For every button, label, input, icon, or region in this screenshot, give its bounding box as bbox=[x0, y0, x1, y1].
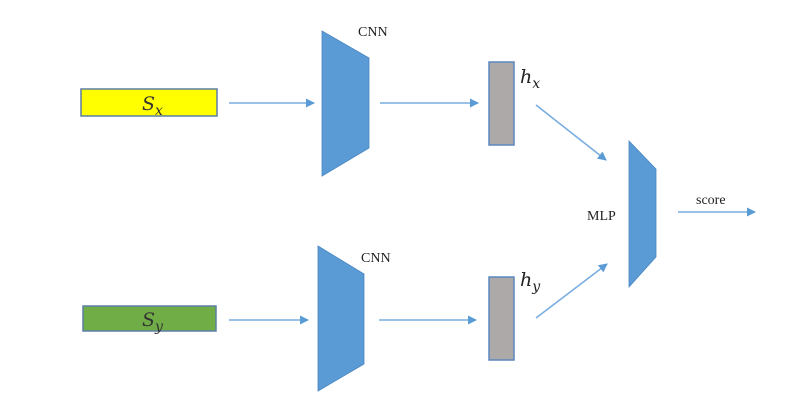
input-sx-label: Sx bbox=[142, 93, 163, 119]
cnn-bottom-block bbox=[317, 245, 365, 392]
cnn-top-label: CNN bbox=[358, 25, 388, 40]
cnn-bottom-label: CNN bbox=[361, 251, 391, 266]
score-label: score bbox=[696, 193, 726, 208]
hidden-hx-label: hx bbox=[520, 66, 540, 92]
arrow-hy-to-mlp bbox=[535, 263, 608, 319]
input-sy-label: Sy bbox=[142, 309, 164, 335]
mlp-label: MLP bbox=[587, 209, 616, 224]
mlp-block bbox=[628, 140, 657, 289]
input-sx-box: Sx bbox=[80, 88, 218, 119]
cnn-top-block bbox=[321, 30, 370, 177]
hidden-hy-box bbox=[488, 276, 515, 361]
hidden-hy-label: hy bbox=[520, 269, 541, 295]
input-sy-box: Sy bbox=[82, 305, 217, 335]
hidden-hx-box bbox=[488, 61, 515, 146]
arrow-hx-to-mlp bbox=[535, 104, 607, 161]
